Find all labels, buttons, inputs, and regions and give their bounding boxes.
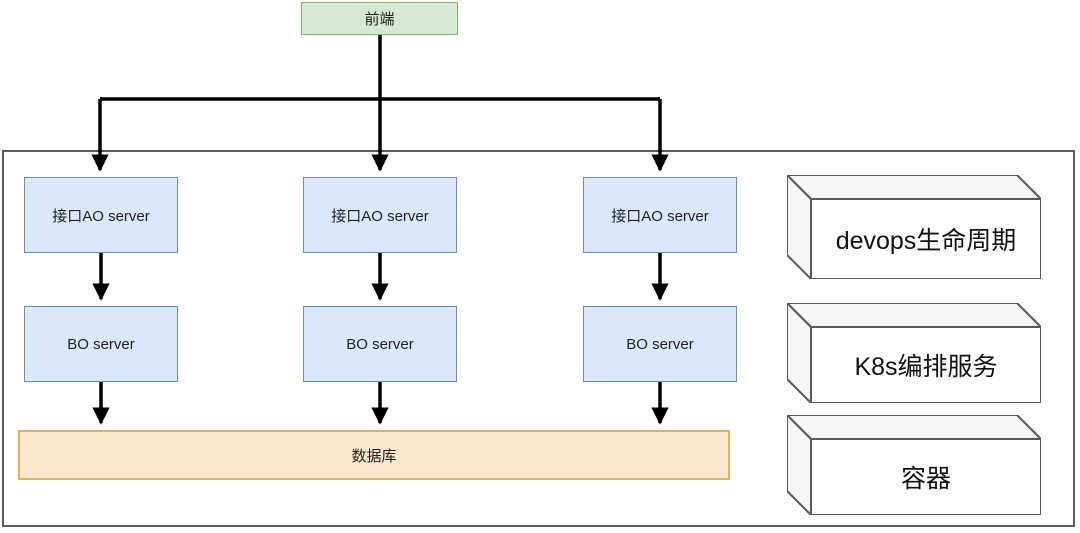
cube-container-label: 容器 [900, 465, 951, 493]
cube-shape [787, 175, 1041, 279]
node-ao-server-2-label: 接口AO server [331, 207, 429, 225]
node-database: 数据库 [18, 430, 730, 480]
node-ao-server-1-label: 接口AO server [52, 207, 150, 225]
node-bo-server-3: BO server [583, 306, 737, 382]
cube-k8s-orchestration: K8s编排服务 [787, 303, 1041, 403]
node-ao-server-1: 接口AO server [24, 177, 178, 253]
cube-shape [787, 415, 1041, 515]
node-bo-server-2-label: BO server [346, 335, 414, 353]
node-bo-server-2: BO server [303, 306, 457, 382]
node-ao-server-3: 接口AO server [583, 177, 737, 253]
cube-k8s-orchestration-label: K8s编排服务 [854, 353, 998, 381]
node-bo-server-3-label: BO server [626, 335, 694, 353]
node-database-label: 数据库 [351, 447, 397, 465]
node-bo-server-1: BO server [24, 306, 178, 382]
node-ao-server-2: 接口AO server [303, 177, 457, 253]
node-frontend-label: 前端 [364, 11, 395, 28]
cube-container: 容器 [787, 415, 1041, 515]
node-ao-server-3-label: 接口AO server [611, 207, 709, 225]
cube-devops-lifecycle: devops生命周期 [787, 175, 1041, 279]
node-bo-server-1-label: BO server [67, 335, 135, 353]
cube-devops-lifecycle-label: devops生命周期 [835, 227, 1017, 255]
cube-shape [787, 303, 1041, 403]
node-frontend: 前端 [301, 2, 458, 35]
